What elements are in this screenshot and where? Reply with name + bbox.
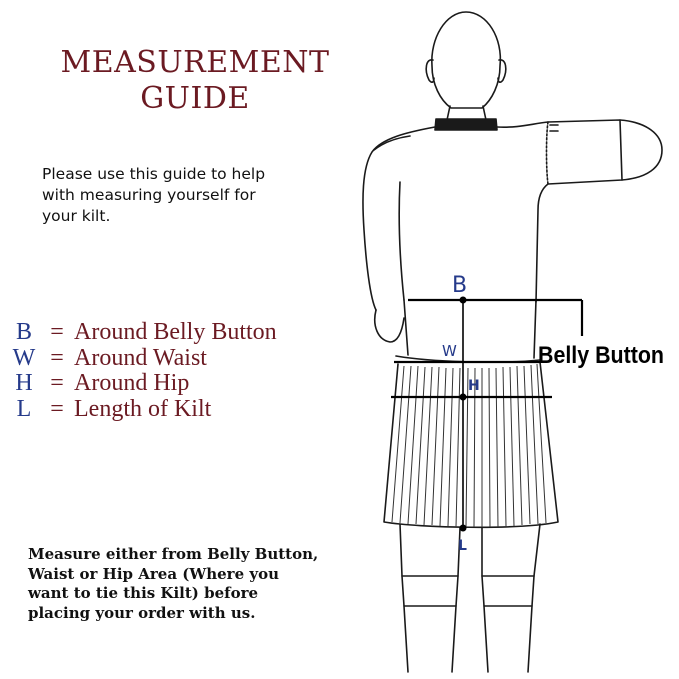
right-arm-raised — [496, 119, 663, 303]
label-l: L — [458, 538, 467, 554]
intro-line-3: your kilt. — [42, 207, 111, 225]
legend-equals: = — [50, 344, 64, 371]
collar — [434, 118, 498, 131]
legend-equals: = — [50, 319, 64, 345]
legend-description: Around Waist — [74, 344, 207, 371]
left-arm-outer — [362, 126, 436, 311]
legend-row-l: L = Length of Kilt — [8, 395, 277, 423]
cuff-buttons — [549, 124, 559, 132]
legend-equals: = — [50, 395, 64, 422]
kilt-outline — [383, 361, 559, 529]
legend-row-h: H = Around Hip — [8, 370, 277, 397]
right-ear — [497, 59, 507, 83]
page-title: MEASUREMENT — [36, 48, 354, 78]
cuff-line — [619, 119, 623, 181]
label-w: W — [442, 342, 457, 360]
dot-l — [459, 524, 467, 532]
note-line-4: placing your order with us. — [28, 603, 256, 622]
legend-letter: H — [15, 370, 33, 396]
left-ear — [425, 59, 435, 83]
note-line-2: Waist or Hip Area (Where you — [28, 564, 279, 583]
left-hand — [374, 309, 405, 343]
dot-b — [459, 296, 467, 304]
sock-tops — [401, 575, 535, 607]
legend-equals: = — [50, 370, 64, 396]
title-line-2: GUIDE — [140, 81, 250, 116]
right-arm-seam — [545, 121, 549, 185]
head-outline — [431, 11, 502, 109]
pleat-lines — [391, 363, 547, 528]
page-title-line-2: GUIDE — [36, 84, 354, 114]
label-b: B — [452, 273, 467, 298]
intro-line-2: with measuring yourself for — [42, 186, 256, 204]
legend-description: Around Hip — [74, 370, 190, 396]
measurement-lines — [391, 298, 584, 528]
legend-description: Length of Kilt — [74, 395, 212, 422]
legs — [399, 523, 541, 577]
dot-h — [459, 393, 467, 401]
note-line-3: want to tie this Kilt) before — [28, 584, 259, 602]
measurement-legend: B = Around Belly Button W = Around Waist… — [8, 319, 277, 423]
legend-row-b: B = Around Belly Button — [8, 319, 277, 346]
figure-outline — [362, 11, 663, 673]
neck — [446, 105, 487, 121]
title-line-1: MEASUREMENT — [60, 45, 330, 80]
legend-row-w: W = Around Waist — [8, 344, 277, 372]
legend-letter: B — [15, 319, 32, 345]
kilt-pleats — [391, 363, 547, 528]
jacket-left-side — [403, 299, 409, 356]
label-h: H — [468, 378, 480, 394]
epaulette — [373, 135, 411, 151]
label-belly-button: Belly Button — [538, 342, 664, 369]
measurement-dots — [459, 296, 467, 532]
jacket-right-side — [533, 299, 537, 359]
left-arm-inner — [398, 181, 405, 301]
legend-letter: L — [16, 395, 32, 422]
legend-letter: W — [12, 344, 36, 371]
intro-text: Please use this guide to help with measu… — [42, 164, 342, 227]
measurement-note: Measure either from Belly Button, Waist … — [28, 545, 368, 623]
note-line-1: Measure either from Belly Button, — [28, 545, 319, 563]
legend-description: Around Belly Button — [74, 319, 277, 345]
lower-legs — [403, 605, 533, 673]
intro-line-1: Please use this guide to help — [42, 165, 266, 183]
